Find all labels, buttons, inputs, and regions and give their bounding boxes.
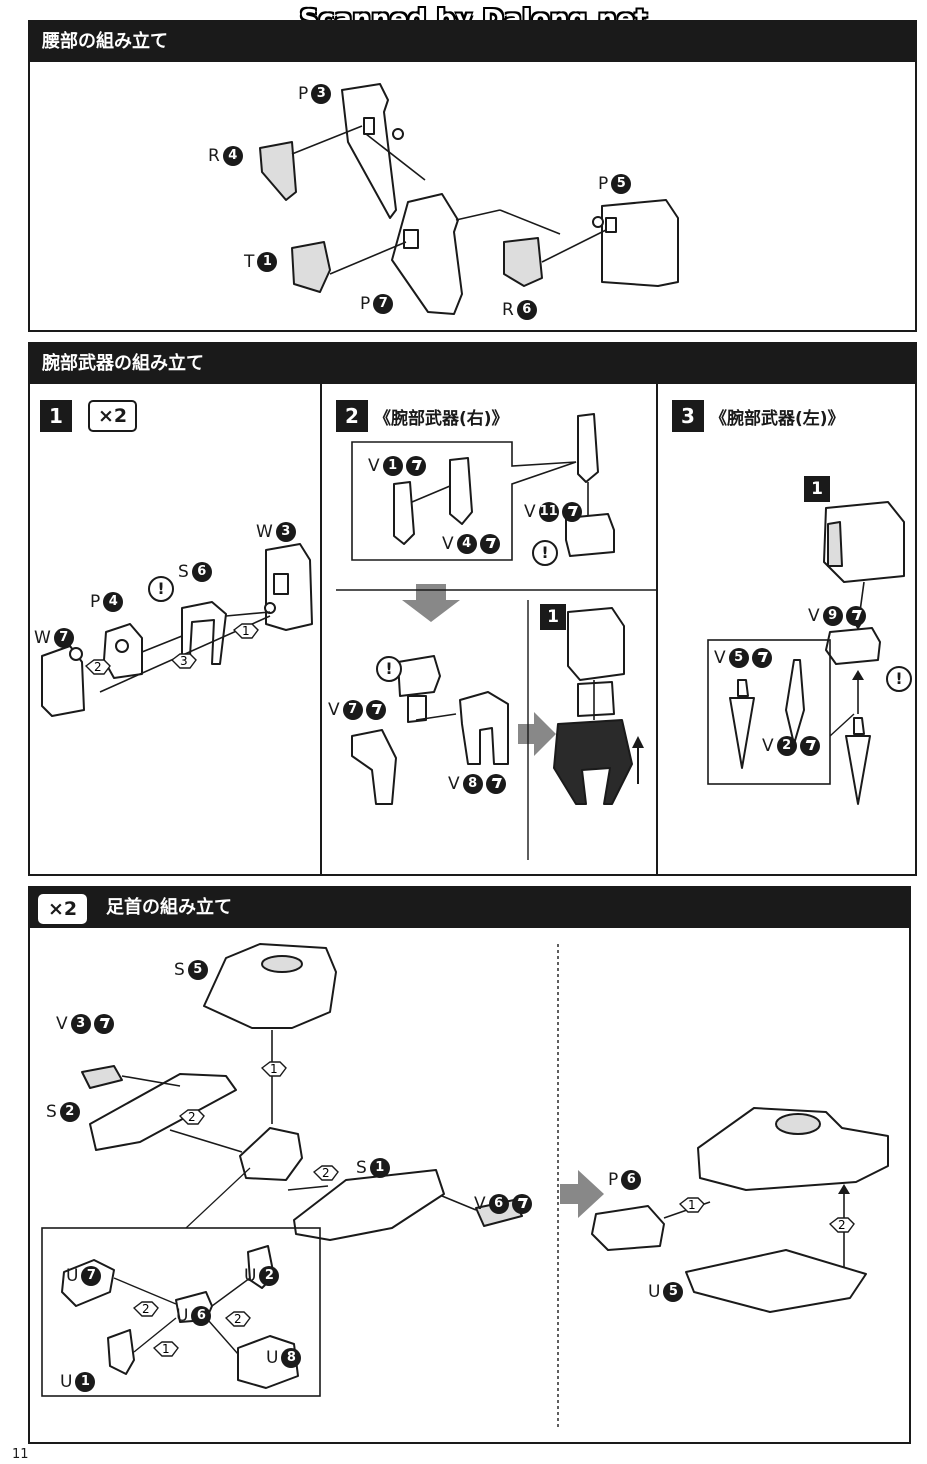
ankle-section-header: ×2 足首の組み立て — [30, 888, 909, 928]
multiplier-badge: ×2 — [38, 894, 88, 924]
arm-step3-diagram — [707, 501, 905, 805]
order-marker: 2 — [838, 1218, 846, 1232]
order-marker: 2 — [142, 1302, 150, 1316]
cement-icon — [511, 1194, 532, 1214]
cement-icon — [751, 648, 772, 668]
warning-mark: ! — [886, 666, 912, 692]
step-title: 《腕部武器(左)》 — [710, 409, 845, 429]
step-number: 2 — [336, 400, 368, 432]
step-title: 《腕部武器(右)》 — [374, 409, 509, 429]
sub-step-number: 1 — [540, 604, 566, 630]
cement-icon — [799, 736, 820, 756]
order-marker: 2 — [94, 660, 102, 674]
cement-icon — [365, 700, 386, 720]
order-marker: 2 — [322, 1166, 330, 1180]
waist-section-title: 腰部の組み立て — [30, 22, 915, 62]
arm-weapon-section: 腕部武器の組み立て 1 ×2 — [28, 342, 917, 876]
ankle-section-title: 足首の組み立て — [106, 897, 232, 918]
arm-step1-panel: 1 ×2 — [30, 384, 322, 874]
order-marker: 1 — [162, 1342, 170, 1356]
waist-section: 腰部の組み立て P — [28, 20, 917, 332]
ankle-assembly-diagram: 1 2 2 1 2 2 1 2 — [41, 943, 889, 1428]
waist-assembly-diagram — [259, 83, 679, 315]
order-marker: 3 — [180, 654, 188, 668]
sub-step-number: 1 — [804, 476, 830, 502]
arm-step2-panel: 2 《腕部武器(右)》 1 — [322, 384, 658, 874]
cement-icon — [845, 606, 866, 626]
cement-icon — [485, 774, 506, 794]
cement-icon — [93, 1014, 114, 1034]
step-number: 1 — [40, 400, 72, 432]
order-marker: 1 — [242, 624, 250, 638]
order-marker: 1 — [270, 1062, 278, 1076]
arm-weapon-section-title: 腕部武器の組み立て — [30, 344, 915, 384]
order-marker: 2 — [234, 1312, 242, 1326]
cement-icon — [405, 456, 426, 476]
warning-mark: ! — [532, 540, 558, 566]
multiplier-badge: ×2 — [88, 400, 138, 432]
warning-mark: ! — [376, 656, 402, 682]
arm-step1-diagram: 1 2 3 — [41, 543, 313, 717]
warning-mark: ! — [148, 576, 174, 602]
page-number: 11 — [12, 1447, 29, 1462]
step-number: 3 — [672, 400, 704, 432]
order-marker: 1 — [688, 1198, 696, 1212]
ankle-section: ×2 足首の組み立て — [28, 886, 911, 1444]
cement-icon — [479, 534, 500, 554]
order-marker: 2 — [188, 1110, 196, 1124]
cement-icon — [561, 502, 582, 522]
